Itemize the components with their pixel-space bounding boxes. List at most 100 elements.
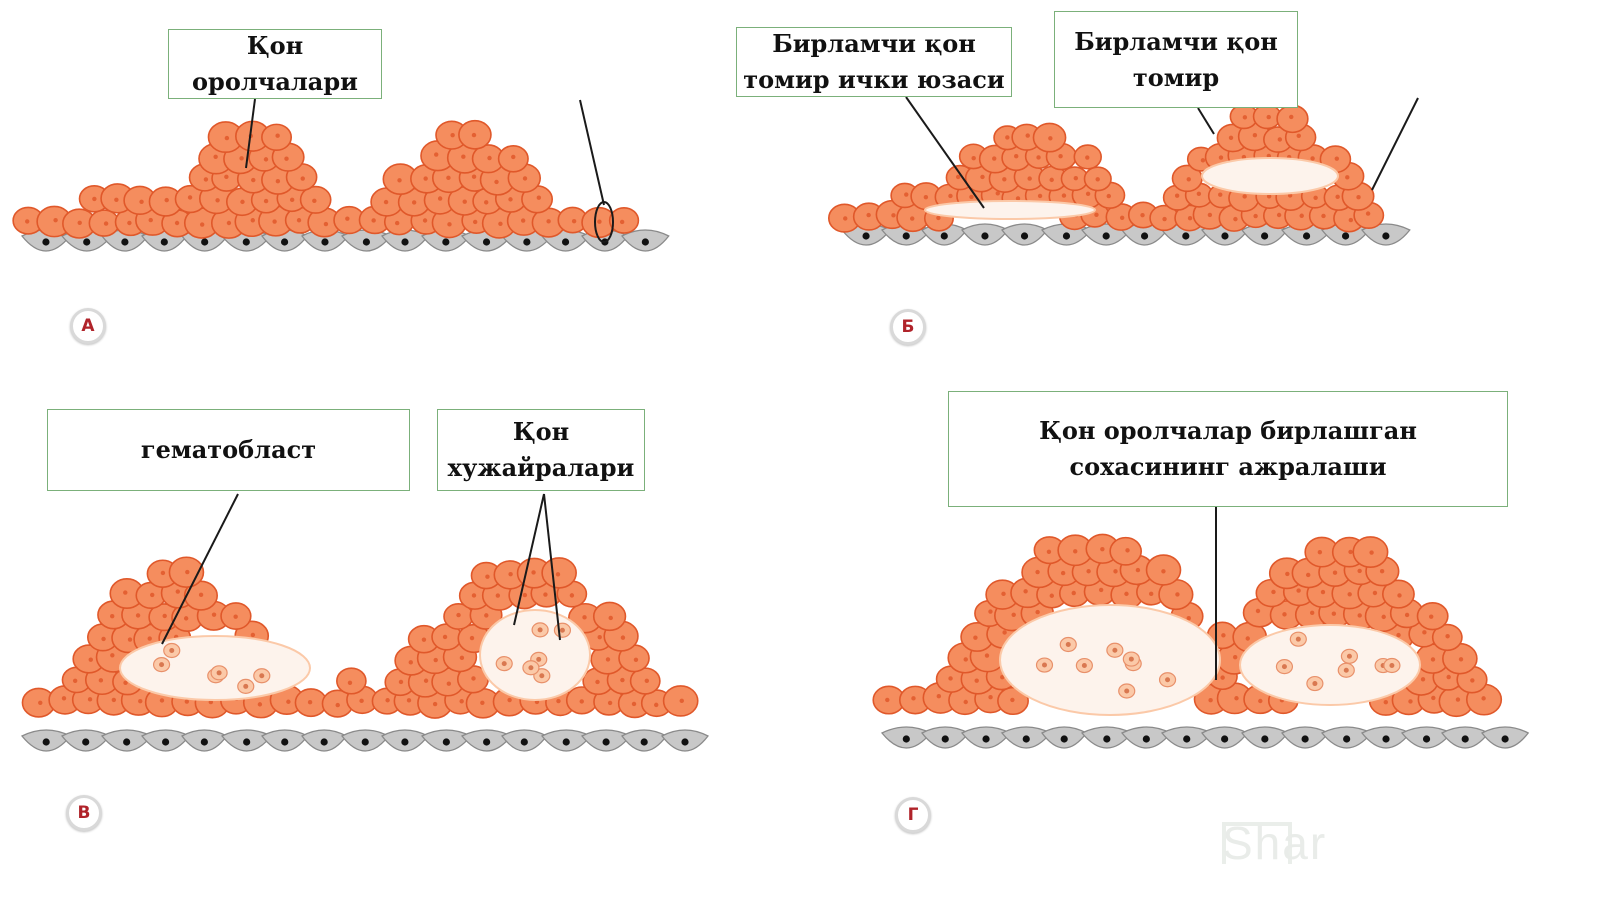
cell-nucleus <box>199 222 205 227</box>
cell-nucleus <box>446 175 451 181</box>
cell-nucleus <box>1036 155 1041 160</box>
cell-nucleus <box>164 197 169 203</box>
cell-nucleus <box>1037 193 1043 199</box>
cell-nucleus <box>398 679 404 685</box>
cell-nucleus <box>620 635 626 640</box>
panel-badge-b: Б <box>890 309 926 345</box>
endoderm-nucleus <box>321 238 329 246</box>
cell-nucleus <box>936 694 942 699</box>
cell-nucleus <box>569 593 575 598</box>
cell-nucleus <box>284 156 289 161</box>
blood-cell-nucleus <box>1128 656 1134 662</box>
cell-nucleus <box>582 615 587 620</box>
cell-nucleus <box>1299 213 1304 218</box>
cell-nucleus <box>484 200 489 205</box>
panel-b-mesoderm <box>827 103 1385 233</box>
cell-nucleus <box>511 154 516 160</box>
cell-nucleus <box>1073 549 1078 554</box>
cell-nucleus <box>866 212 871 218</box>
cell-nucleus <box>471 174 477 179</box>
panel-c-mesoderm <box>21 556 699 719</box>
cell-nucleus <box>1175 592 1180 597</box>
endoderm-nucleus <box>200 738 208 746</box>
cell-nucleus <box>1309 610 1315 616</box>
panel-b-endoderm <box>840 223 1411 246</box>
cell-nucleus <box>1383 699 1388 705</box>
cell-nucleus <box>469 635 475 641</box>
cell-nucleus <box>1001 591 1006 597</box>
cell-nucleus <box>1135 567 1141 573</box>
endoderm-nucleus <box>1382 232 1390 240</box>
watermark-icon <box>1222 822 1292 864</box>
cell-nucleus <box>1404 612 1410 618</box>
endoderm-nucleus <box>1182 232 1190 240</box>
blood-cell-nucleus <box>559 627 565 633</box>
cell-nucleus <box>1187 216 1193 221</box>
endoderm-nucleus <box>1261 232 1269 240</box>
cell-nucleus <box>571 218 577 224</box>
cell-nucleus <box>1098 587 1104 593</box>
cell-nucleus <box>1245 636 1250 641</box>
cell-nucleus <box>495 593 501 598</box>
cell-nucleus <box>162 613 167 619</box>
cell-nucleus <box>1094 212 1099 218</box>
cell-nucleus <box>434 152 439 157</box>
cell-nucleus <box>1430 657 1436 662</box>
cell-nucleus <box>92 196 97 202</box>
cell-nucleus <box>472 219 478 225</box>
endoderm-nucleus <box>1142 735 1150 743</box>
mesoderm-cell <box>1276 104 1309 134</box>
endoderm-nucleus <box>121 238 129 246</box>
cell-nucleus <box>891 213 896 218</box>
cell-nucleus <box>1357 568 1362 574</box>
cell-nucleus <box>1073 175 1079 181</box>
cell-nucleus <box>485 574 490 579</box>
cell-nucleus <box>323 221 329 227</box>
cell-nucleus <box>1058 153 1063 159</box>
endoderm-nucleus <box>523 238 531 246</box>
cell-nucleus <box>257 702 263 707</box>
cell-nucleus <box>508 571 513 577</box>
cell-nucleus <box>1348 549 1353 555</box>
cell-nucleus <box>1113 569 1118 574</box>
cell-nucleus <box>1207 212 1213 218</box>
cell-nucleus <box>215 198 220 203</box>
cell-nucleus <box>1296 133 1301 138</box>
endoderm-nucleus <box>902 735 910 743</box>
cell-nucleus <box>1266 153 1272 159</box>
blood-cell-nucleus <box>1065 641 1071 647</box>
cell-nucleus <box>555 572 561 577</box>
cell-nucleus <box>461 154 466 159</box>
cell-nucleus <box>471 593 477 598</box>
cell-nucleus <box>1196 191 1202 196</box>
blood-cell-nucleus <box>528 665 534 671</box>
cell-nucleus <box>471 676 476 681</box>
cell-nucleus <box>184 699 190 704</box>
cell-nucleus <box>411 200 417 205</box>
cell-nucleus <box>556 698 561 704</box>
cell-nucleus <box>1242 194 1247 199</box>
blood-cell-nucleus <box>1112 647 1118 653</box>
endoderm-nucleus <box>83 238 91 246</box>
endoderm-nucleus <box>362 238 371 246</box>
cell-nucleus <box>1313 195 1318 200</box>
endoderm-nucleus <box>602 738 610 746</box>
endoderm-nucleus <box>243 738 251 746</box>
cell-nucleus <box>183 616 189 621</box>
label-primary-vessel: Бирламчи қон томир <box>1054 11 1298 108</box>
endoderm-nucleus <box>520 738 528 746</box>
mesoderm-cell <box>608 207 640 234</box>
cell-nucleus <box>1161 569 1166 574</box>
cell-nucleus <box>446 681 452 686</box>
cell-nucleus <box>1271 589 1276 595</box>
cell-nucleus <box>203 177 209 182</box>
cell-nucleus <box>233 614 238 619</box>
cell-nucleus <box>1085 155 1090 160</box>
endoderm-nucleus <box>982 735 990 743</box>
cell-nucleus <box>597 219 602 224</box>
endoderm-nucleus <box>1183 735 1191 743</box>
cell-nucleus <box>459 699 464 704</box>
cell-nucleus <box>25 219 30 224</box>
cell-nucleus <box>1481 696 1486 701</box>
cell-nucleus <box>1317 549 1323 555</box>
